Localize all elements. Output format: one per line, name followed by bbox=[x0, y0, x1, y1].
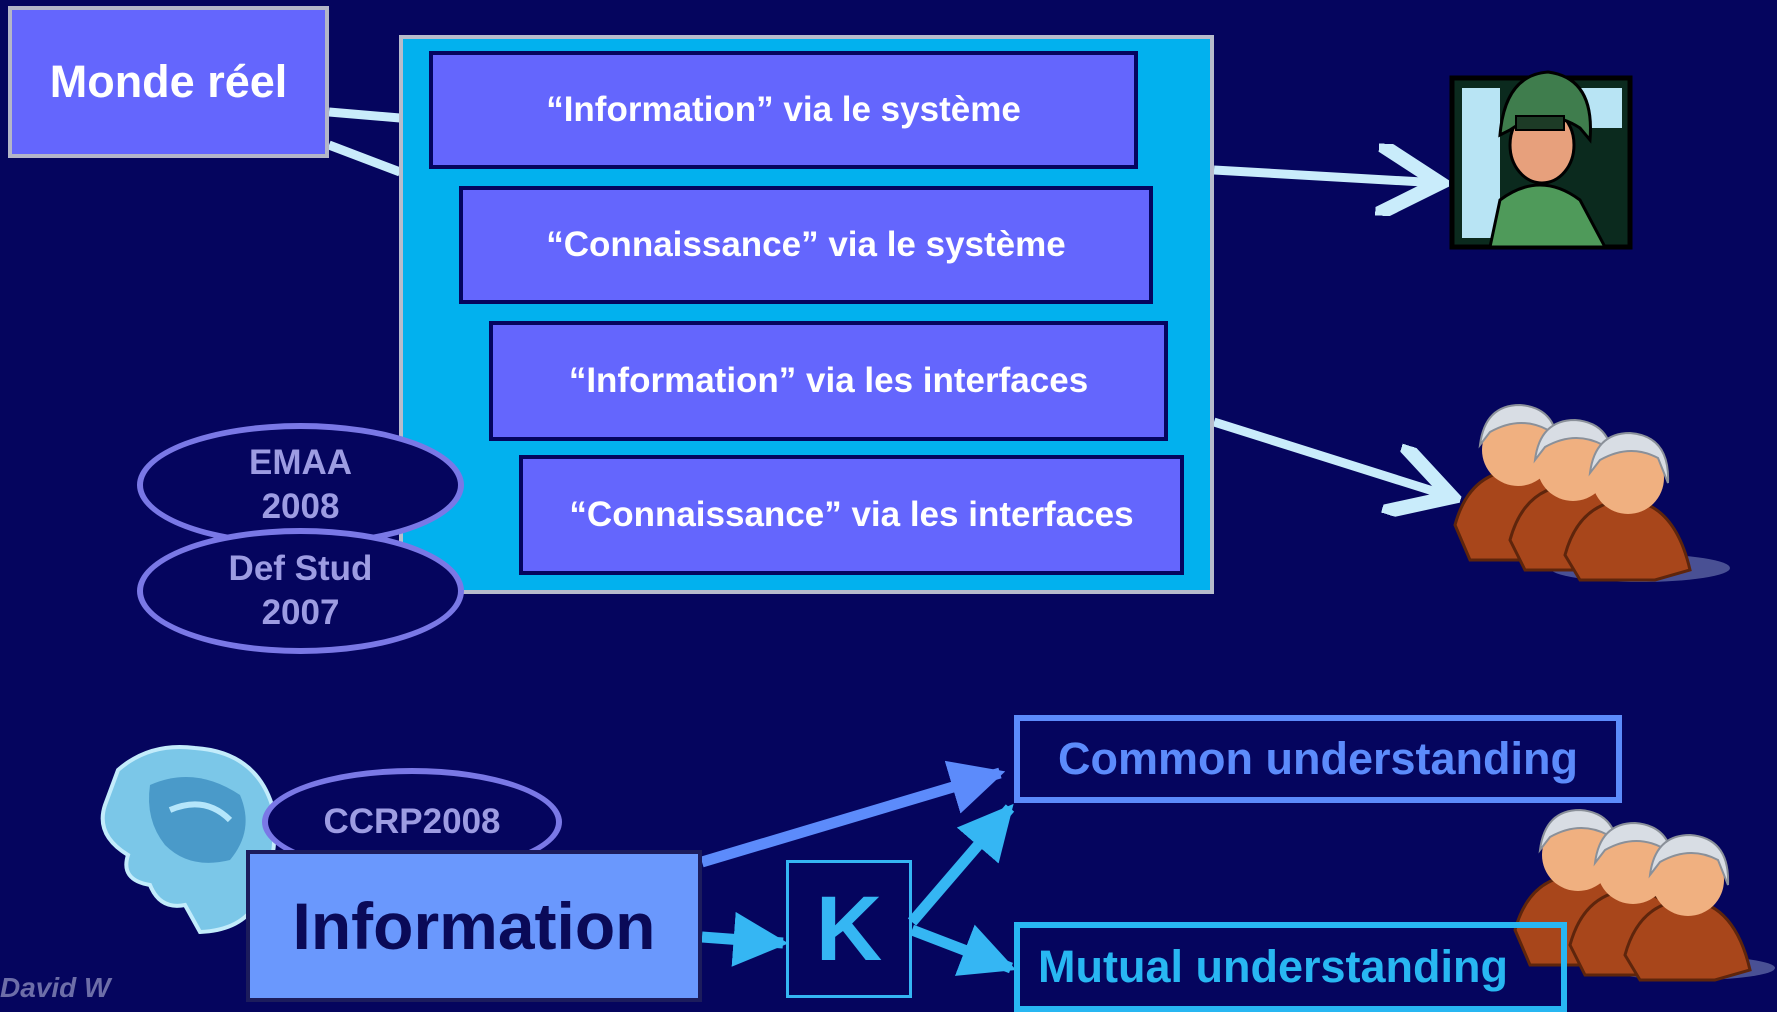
arrow-to-crew bbox=[1212, 417, 1452, 497]
layer-knowledge-interfaces: “Connaissance” via les interfaces bbox=[519, 455, 1184, 575]
mutual-understanding-box: Mutual understanding bbox=[1014, 922, 1567, 1012]
knowledge-box: K bbox=[786, 860, 912, 998]
reference-line1: Def Stud bbox=[228, 549, 373, 588]
information-label: Information bbox=[292, 889, 656, 963]
real-world-box: Monde réel bbox=[8, 6, 329, 158]
reference-line1: EMAA bbox=[248, 443, 353, 482]
arrow-to-pilot bbox=[1213, 170, 1440, 183]
mutual-understanding-label: Mutual understanding bbox=[1038, 941, 1508, 992]
reference-line1: CCRP2008 bbox=[323, 802, 501, 841]
layer-label: “Information” via le système bbox=[546, 90, 1021, 129]
real-world-label: Monde réel bbox=[49, 56, 288, 107]
connector-real-world-2 bbox=[327, 140, 402, 177]
reference-line2: 2008 bbox=[261, 487, 340, 526]
layer-information-interfaces: “Information” via les interfaces bbox=[489, 321, 1168, 441]
author-credit: David W bbox=[0, 972, 111, 1003]
common-understanding-label: Common understanding bbox=[1058, 733, 1578, 784]
common-understanding-box: Common understanding bbox=[1014, 715, 1622, 803]
reference-line2: 2007 bbox=[261, 593, 340, 632]
arrow-info-to-common bbox=[700, 760, 1006, 868]
connector-real-world-1 bbox=[328, 107, 401, 123]
reference-emaa-ellipse: EMAA 2008 bbox=[137, 423, 464, 547]
arrow-k-to-common bbox=[907, 803, 1015, 926]
arrow-info-to-k bbox=[701, 911, 789, 967]
arrow-k-to-mutual bbox=[910, 924, 1017, 976]
reference-def-stud-ellipse: Def Stud 2007 bbox=[137, 528, 464, 654]
layer-label: “Information” via les interfaces bbox=[568, 361, 1089, 400]
knowledge-label: K bbox=[815, 877, 883, 980]
layer-label: “Connaissance” via le système bbox=[546, 225, 1066, 264]
information-box: Information bbox=[246, 850, 702, 1002]
layer-information-system: “Information” via le système bbox=[429, 51, 1138, 169]
layer-knowledge-system: “Connaissance” via le système bbox=[459, 186, 1153, 304]
layer-label: “Connaissance” via les interfaces bbox=[569, 495, 1134, 534]
